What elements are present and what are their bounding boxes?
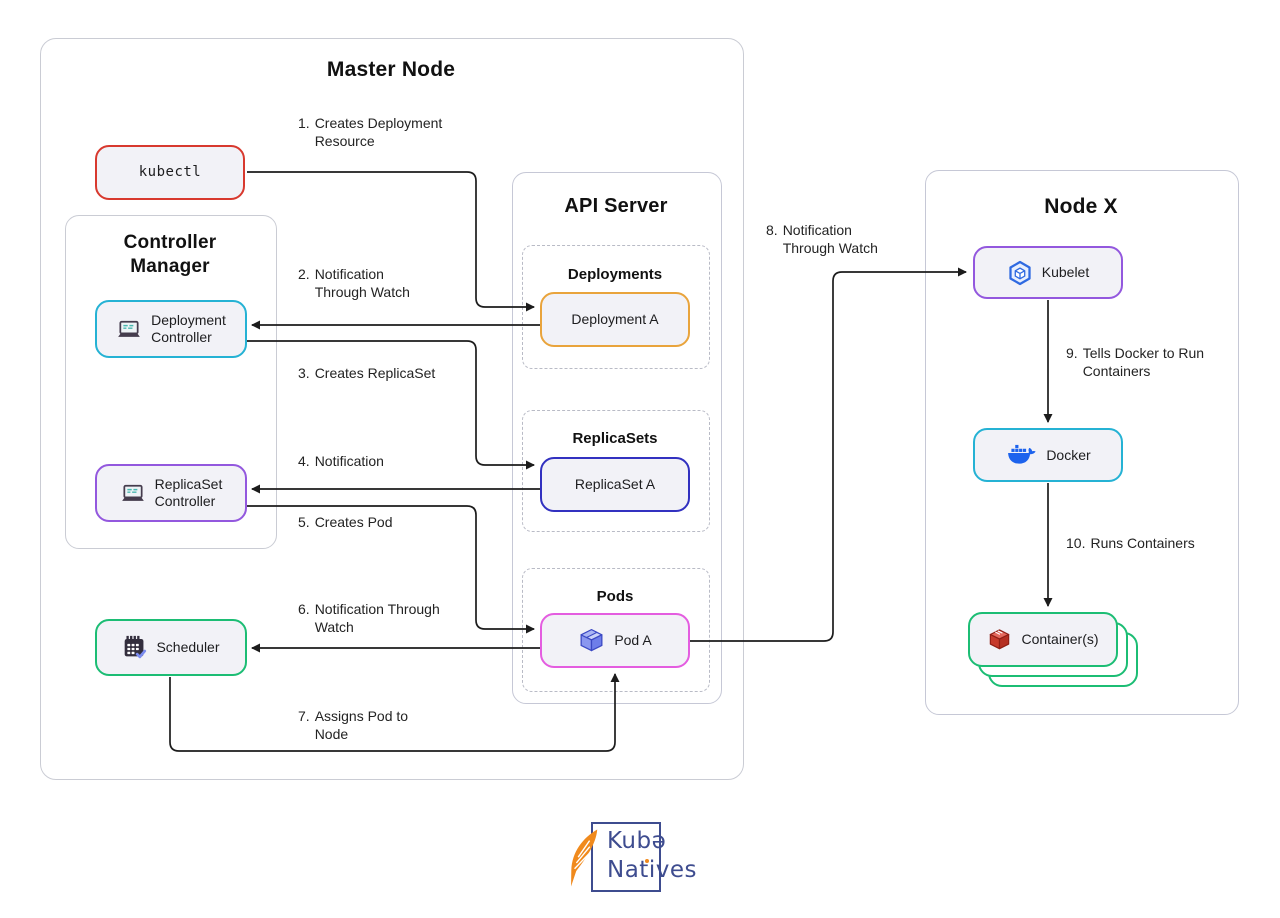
logo-frame (591, 822, 661, 892)
kubectl-node: kubectl (95, 145, 245, 200)
pod-cube-icon (578, 627, 605, 654)
step-4-label: 4.Notification (298, 453, 384, 469)
logo-line2: Natives (607, 857, 697, 883)
step-3-label: 3.Creates ReplicaSet (298, 365, 436, 381)
replicaset-a-label: ReplicaSet A (574, 476, 656, 492)
logo-line1: Kubǝ (607, 828, 667, 854)
node-x-title: Node X (1044, 195, 1118, 218)
laptop-icon (116, 319, 142, 340)
kubectl-label: kubectl (138, 164, 202, 180)
controller-manager-title: Controller Manager (123, 232, 217, 277)
replicaset-a-node: ReplicaSet A (540, 457, 690, 512)
step-5-label: 5.Creates Pod (298, 514, 393, 530)
deployment-a-node: Deployment A (540, 292, 690, 347)
feather-icon (563, 826, 605, 897)
replicaset-controller-node: ReplicaSet Controller (95, 464, 247, 522)
logo-i-dot (645, 859, 649, 863)
deployment-controller-node: Deployment Controller (95, 300, 247, 358)
step-8-label: 8.Notification Through Watch (766, 222, 878, 256)
step-9-label: 9.Tells Docker to Run Containers (1066, 345, 1205, 379)
deployments-group-title: Deployments (567, 266, 663, 283)
calendar-check-icon (122, 635, 147, 660)
scheduler-label: Scheduler (156, 639, 220, 655)
step-7-label: 7.Assigns Pod to Node (298, 708, 409, 742)
docker-whale-icon (1005, 443, 1037, 467)
deployment-a-label: Deployment A (571, 311, 659, 327)
step-2-label: 2.Notification Through Watch (298, 266, 410, 300)
kubelet-label: Kubelet (1041, 264, 1090, 280)
pod-a-label: Pod A (614, 632, 652, 648)
master-node-title: Master Node (326, 58, 456, 81)
deployment-controller-label: Deployment Controller (151, 312, 226, 345)
step-6-label: 6.Notification Through Watch (298, 601, 440, 635)
kubernetes-hexagon-icon (1007, 260, 1033, 286)
docker-node: Docker (973, 428, 1123, 482)
logo-wordmark: Kubǝ Natives (607, 827, 697, 885)
step-1-label: 1.Creates Deployment Resource (298, 115, 443, 149)
pods-group-title: Pods (596, 588, 634, 605)
step-10-label: 10.Runs Containers (1066, 535, 1195, 551)
api-server-title: API Server (564, 195, 668, 217)
laptop-icon (120, 483, 146, 504)
docker-label: Docker (1046, 446, 1091, 463)
containers-node: Container(s) (968, 612, 1118, 667)
containers-label: Container(s) (1021, 631, 1099, 647)
scheduler-node: Scheduler (95, 619, 247, 676)
replicasets-group-title: ReplicaSets (572, 430, 658, 447)
pod-a-node: Pod A (540, 613, 690, 668)
container-box-icon (987, 627, 1012, 652)
replicaset-controller-label: ReplicaSet Controller (154, 476, 223, 509)
kubelet-node: Kubelet (973, 246, 1123, 299)
